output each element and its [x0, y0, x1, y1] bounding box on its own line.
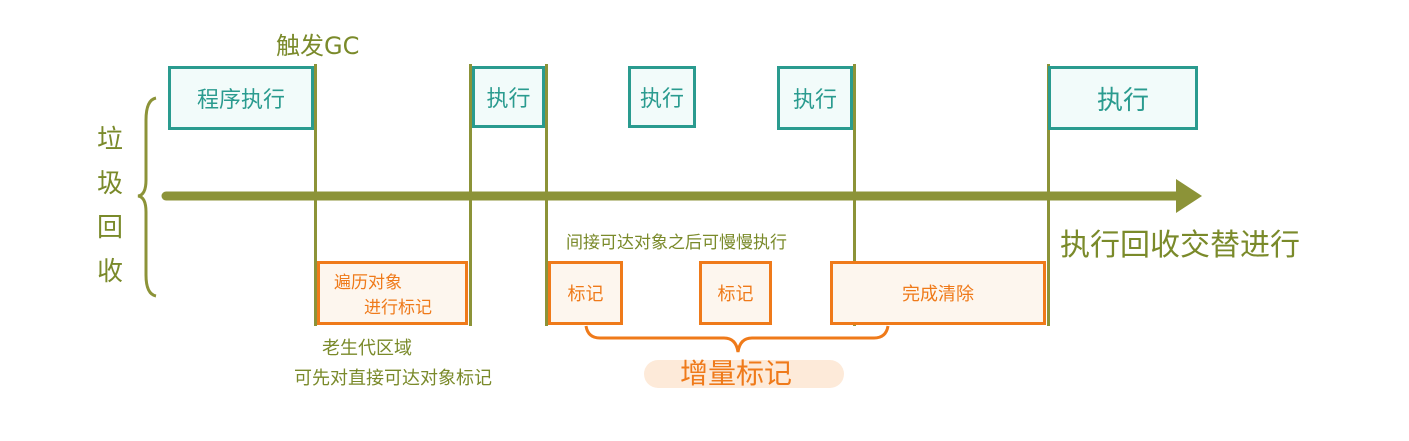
exec-box-3: 执行: [628, 66, 696, 128]
clear-box-label: 完成清除: [902, 284, 974, 305]
timeline-line-5: [1047, 64, 1050, 326]
exec-box-label: 执行: [486, 87, 531, 112]
trigger-gc-label: 触发GC: [276, 32, 360, 60]
mark-box-2: 标记: [699, 261, 772, 325]
mark-box-1: 标记: [548, 261, 623, 325]
clear-box: 完成清除: [830, 261, 1046, 325]
traverse-line-1: 遍历对象: [334, 273, 402, 293]
exec-box-4: 执行: [777, 66, 853, 130]
exec-box-label: 执行: [792, 88, 837, 113]
incremental-label: 增量标记: [680, 357, 793, 390]
exec-box-5: 执行: [1048, 66, 1198, 130]
traverse-note-line-1: 老生代区域: [322, 338, 412, 359]
timeline-line-3: [545, 64, 548, 326]
y-axis-brace: [137, 96, 157, 298]
traverse-note-line-2: 可先对直接可达对象标记: [294, 368, 492, 389]
timeline-line-4: [853, 64, 856, 326]
mark-box-label: 标记: [567, 284, 604, 305]
axis-note: 执行回收交替进行: [1060, 228, 1300, 263]
exec-box-program: 程序执行: [168, 66, 314, 130]
exec-box-2: 执行: [472, 66, 545, 128]
incremental-highlight: [644, 360, 844, 388]
traverse-mark-box: 遍历对象 进行标记: [317, 261, 468, 325]
time-axis-arrowhead: [1176, 179, 1202, 213]
incremental-brace: [584, 325, 890, 353]
y-axis-label: 垃圾回收: [96, 125, 123, 287]
indirect-note: 间接可达对象之后可慢慢执行: [566, 233, 787, 253]
timeline-line-2: [469, 64, 472, 326]
exec-box-label: 执行: [639, 87, 684, 112]
exec-box-label: 程序执行: [196, 88, 285, 113]
exec-box-label: 执行: [1096, 85, 1149, 116]
mark-box-label: 标记: [717, 284, 754, 305]
timeline-line-1: [314, 64, 317, 326]
traverse-line-2: 进行标记: [364, 298, 432, 318]
